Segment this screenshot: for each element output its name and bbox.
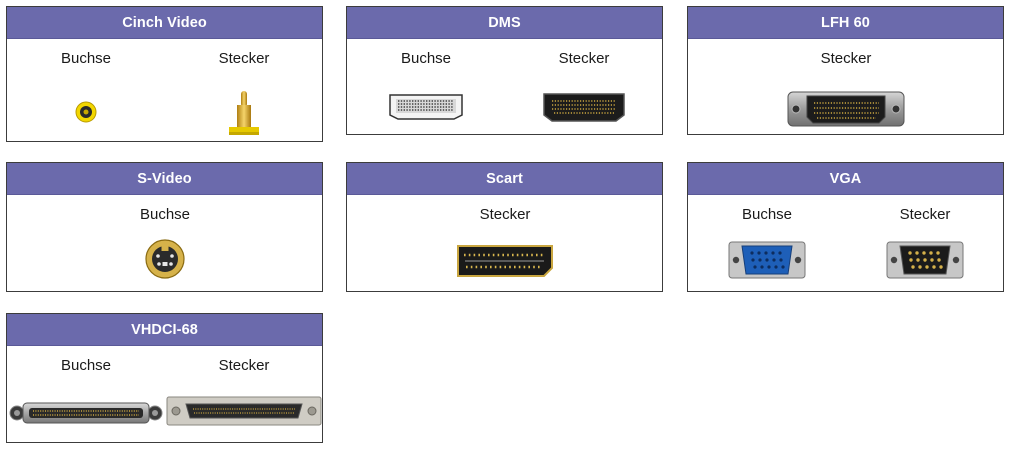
card-title: VGA [688,163,1003,195]
column-buchse: Buchse [7,346,165,442]
column-buchse: Buchse [7,195,323,291]
vga-plug-icon [846,241,1004,279]
vhdci-socket-icon [7,398,165,428]
card-vga: VGA Buchse Stecker [687,162,1004,292]
column-label: Stecker [558,50,610,67]
column-buchse: Buchse [688,195,846,291]
card-title: S-Video [7,163,322,195]
column-label: Stecker [218,50,270,67]
card-title: VHDCI-68 [7,314,322,346]
column-stecker: Stecker [505,39,663,134]
card-title: LFH 60 [688,7,1003,39]
card-title: Scart [347,163,662,195]
column-label: Buchse [741,206,793,223]
card-s-video: S-Video Buchse [6,162,323,292]
card-cinch-video: Cinch Video Buchse Stecker [6,6,323,142]
column-stecker: Stecker [347,195,663,291]
rca-socket-icon [7,101,165,123]
column-stecker: Stecker [165,346,323,442]
card-dms: DMS Buchse Stecker [346,6,663,135]
vga-socket-icon [688,241,846,279]
dms-plug-icon [505,91,663,123]
column-buchse: Buchse [347,39,505,134]
column-label: Buchse [60,50,112,67]
svideo-socket-icon [7,239,323,279]
column-label: Stecker [820,50,872,67]
column-buchse: Buchse [7,39,165,141]
column-label: Stecker [218,357,270,374]
lfh60-plug-icon [688,89,1004,129]
column-stecker: Stecker [846,195,1004,291]
card-lfh-60: LFH 60 Stecker [687,6,1004,135]
column-label: Stecker [479,206,531,223]
card-title: DMS [347,7,662,39]
column-label: Stecker [899,206,951,223]
column-stecker: Stecker [165,39,323,141]
card-scart: Scart Stecker [346,162,663,292]
vhdci-plug-icon [165,396,323,426]
card-title: Cinch Video [7,7,322,39]
column-stecker: Stecker [688,39,1004,134]
column-label: Buchse [400,50,452,67]
rca-plug-icon [165,91,323,139]
dms-socket-icon [347,91,505,121]
column-label: Buchse [60,357,112,374]
card-vhdci-68: VHDCI-68 Buchse [6,313,323,443]
column-label: Buchse [139,206,191,223]
scart-plug-icon [347,244,663,278]
